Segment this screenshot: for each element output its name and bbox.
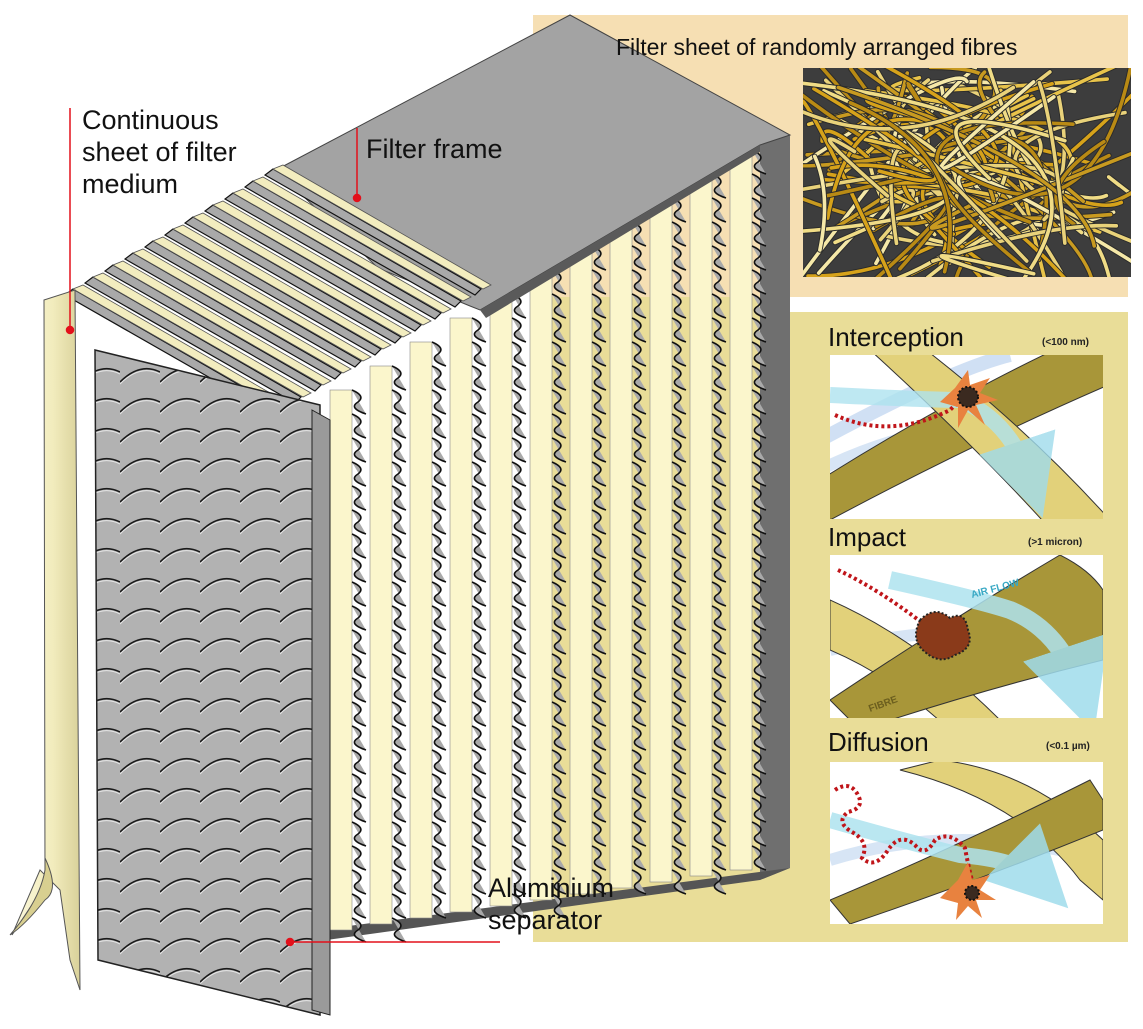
pleat-column xyxy=(449,317,487,919)
diffusion-size: (<0.1 µm) xyxy=(1046,741,1090,752)
pleat-column xyxy=(369,365,407,943)
fibre-strand xyxy=(930,223,1119,263)
airflow-arrow xyxy=(830,812,1069,909)
pleat-top xyxy=(83,272,312,404)
particle xyxy=(964,885,980,901)
fibre-strand xyxy=(803,93,1032,224)
particle-path xyxy=(833,784,977,894)
pleat-top xyxy=(163,224,392,356)
pleat-top xyxy=(123,248,352,380)
pleat-top xyxy=(203,200,432,332)
random-fibre-sheet xyxy=(803,68,1131,277)
particle-path xyxy=(837,568,927,627)
pleat-column xyxy=(609,221,647,895)
pleat-top xyxy=(263,164,492,296)
fibre-strand xyxy=(954,119,1067,181)
pleat-top xyxy=(143,236,372,368)
fibre-strand xyxy=(803,85,1016,131)
accordion-pleat-tops xyxy=(63,164,492,416)
diffusion-illustration xyxy=(830,762,1103,924)
aluminium-separator-label: Aluminium separator xyxy=(488,872,614,936)
interception-size: (<100 nm) xyxy=(1042,337,1089,348)
pleat-column xyxy=(689,173,727,895)
pleat-column xyxy=(649,197,687,895)
pleat-top xyxy=(183,212,412,344)
fibre-strand xyxy=(1107,175,1131,197)
fibre-strand xyxy=(836,85,1097,248)
interception-title: Interception xyxy=(828,322,964,352)
diffusion-title: Diffusion xyxy=(828,727,929,757)
filter-medium-label: Continuous sheet of filter medium xyxy=(82,104,237,200)
aluminium-separator-sheet xyxy=(94,349,321,1016)
fibre-strands xyxy=(803,68,1131,277)
filter-medium-curl xyxy=(9,857,53,936)
fibre-sheet-title: Filter sheet of randomly arranged fibres xyxy=(616,34,1018,60)
filter-medium-label-line1: Continuous xyxy=(82,105,219,135)
pleat-column xyxy=(409,341,447,919)
fibre-strand xyxy=(812,154,827,252)
filter-medium-label-line2: sheet of filter xyxy=(82,137,237,167)
aluminium-separator-label-line1: Aluminium xyxy=(488,873,615,903)
particle xyxy=(957,386,979,408)
particle-cluster xyxy=(915,611,971,661)
filter-illustration xyxy=(9,14,792,1016)
impact-illustration: AIR FLOW FIBRE xyxy=(830,555,1103,718)
separator-right-edge xyxy=(311,409,331,1016)
interception-illustration xyxy=(830,355,1103,519)
frame-side-plate xyxy=(760,135,790,880)
leader-lines xyxy=(65,108,500,947)
fibre-strand xyxy=(820,68,999,185)
pleat-column xyxy=(489,293,527,919)
pleat-top xyxy=(223,188,452,320)
pleat-top xyxy=(243,176,472,308)
pleat-top xyxy=(103,260,332,392)
fibre-strand xyxy=(939,253,1036,277)
fibre-strand xyxy=(806,93,1131,277)
frame-bottom-edge xyxy=(312,868,790,942)
pleat-column xyxy=(529,269,567,919)
fibre-strand xyxy=(827,137,890,198)
fibre-strand xyxy=(906,81,926,110)
fibre-strand xyxy=(848,101,952,274)
impact-title: Impact xyxy=(828,522,907,552)
fibre-strand xyxy=(803,81,1054,277)
impact-size: (>1 micron) xyxy=(1028,537,1083,548)
frame-top-edge xyxy=(480,145,760,318)
aluminium-separator-label-line2: separator xyxy=(488,905,603,935)
fibre-strand xyxy=(1037,80,1067,245)
airflow-arrow xyxy=(888,571,1103,718)
pleat-column xyxy=(329,389,367,943)
fibre-strand xyxy=(803,98,893,277)
pleat-columns xyxy=(329,149,767,943)
filter-medium-label-line3: medium xyxy=(82,169,179,199)
filter-frame-label: Filter frame xyxy=(366,134,503,164)
